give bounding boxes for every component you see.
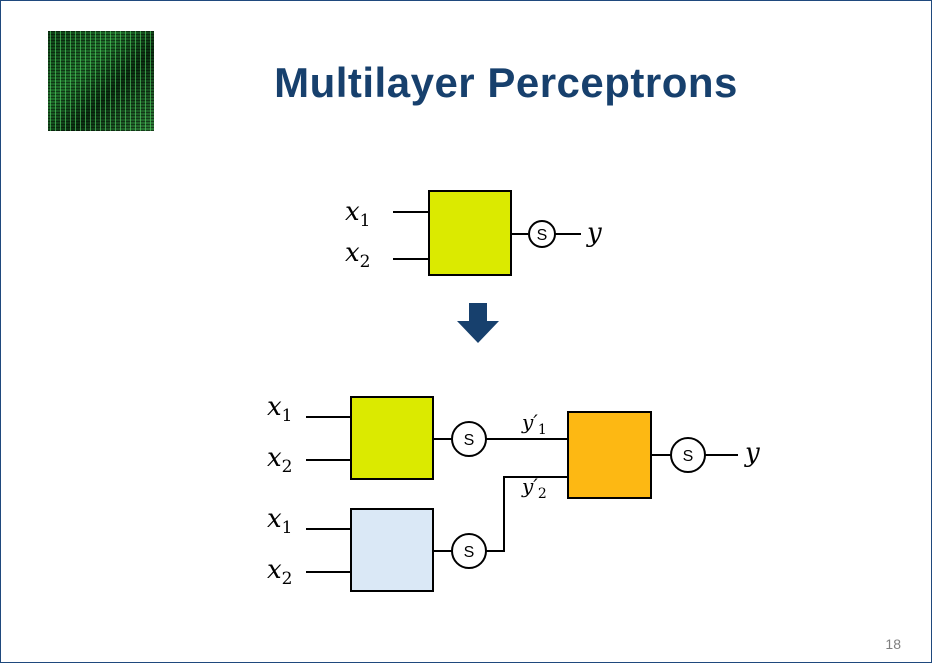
single-perceptron: x1 x2 S y (345, 190, 602, 276)
final-output-y-label: y (744, 438, 760, 468)
page-number: 18 (885, 636, 901, 652)
hidden1-sigmoid-label: S (464, 432, 475, 449)
hidden2-input-x1-label: x1 (267, 504, 293, 538)
hidden-neuron-2 (350, 508, 434, 592)
output-neuron (567, 411, 652, 499)
down-arrow-icon (457, 303, 499, 343)
multilayer-perceptron: x1 x2 S y′1 x1 x2 (267, 392, 760, 592)
slide-title: Multilayer Perceptrons (274, 59, 738, 106)
y-prime-1-label: y′1 (521, 410, 547, 438)
hidden2-sigmoid-label: S (464, 544, 475, 561)
hidden-neuron-1 (350, 396, 434, 480)
hidden1-input-x2-label: x2 (267, 443, 293, 477)
hidden2-to-output-line (486, 476, 568, 552)
matrix-logo-image (48, 31, 154, 131)
perceptron-box (428, 190, 512, 276)
sigmoid-label: S (537, 227, 548, 244)
input-x2-label: x2 (345, 238, 371, 272)
y-prime-2-label: y′2 (521, 474, 547, 502)
output-y-label: y (586, 218, 602, 248)
output-sigmoid-label: S (683, 448, 694, 465)
hidden2-input-x2-label: x2 (267, 555, 293, 589)
hidden1-input-x1-label: x1 (267, 392, 293, 426)
input-x1-label: x1 (345, 197, 371, 231)
